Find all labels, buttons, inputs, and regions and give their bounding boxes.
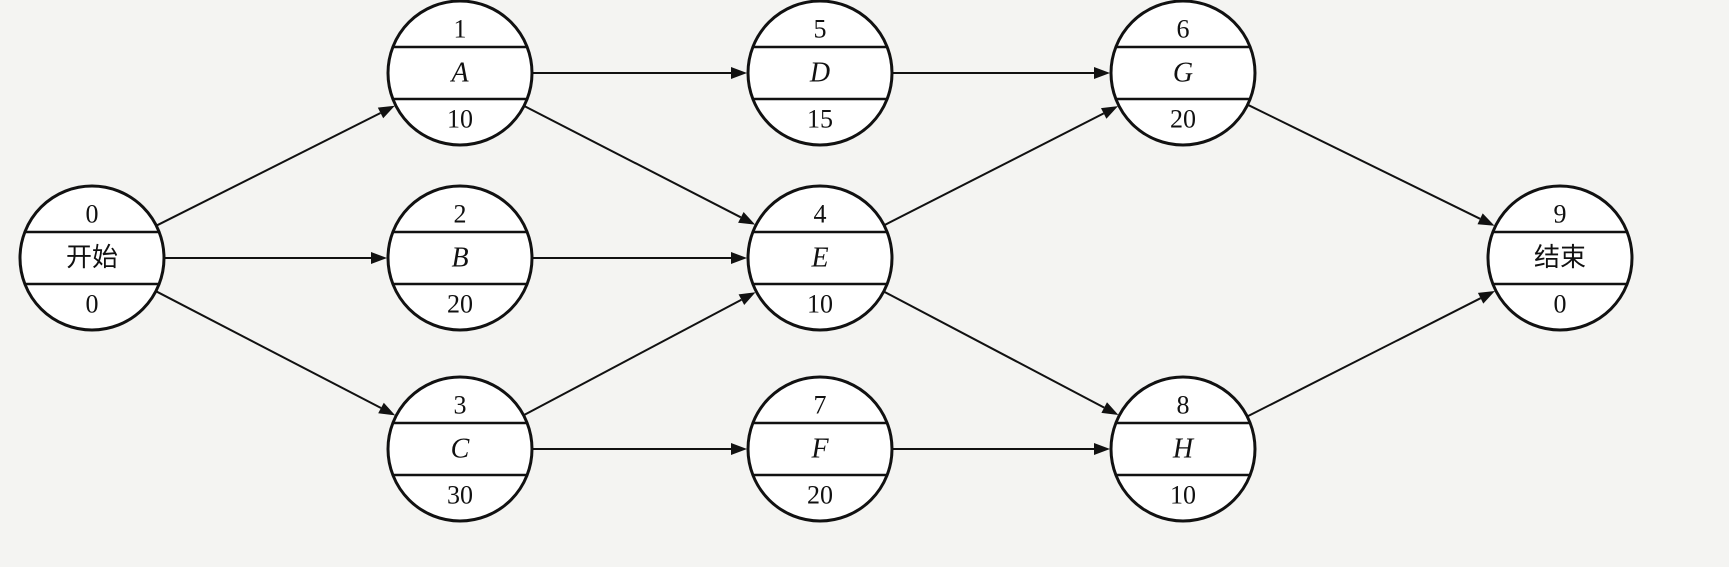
node-duration: 0 — [1554, 290, 1567, 319]
node-label: A — [449, 58, 469, 89]
arrowhead — [377, 105, 395, 119]
node-circle — [386, 0, 534, 147]
edge-line — [523, 105, 742, 219]
node-7: 7F 20 — [746, 375, 894, 523]
node-circle — [18, 184, 166, 332]
arrowhead — [1094, 443, 1110, 455]
node-circle — [386, 375, 534, 523]
node-number: 9 — [1554, 200, 1567, 229]
edges-layer — [155, 67, 1495, 455]
edge-line — [1247, 103, 1481, 220]
node-8: 8H 10 — [1109, 375, 1257, 523]
edge-3-7 — [532, 443, 747, 455]
node-circle — [386, 184, 534, 332]
arrowhead — [371, 252, 387, 264]
edge-2-4 — [532, 252, 747, 264]
node-duration: 30 — [447, 481, 473, 510]
edge-8-end — [1246, 291, 1495, 418]
node-number: 4 — [814, 200, 827, 229]
node-circle — [1486, 184, 1634, 332]
node-end: 9 结束 0 — [1486, 184, 1634, 332]
node-number: 1 — [454, 15, 467, 44]
edge-1-5 — [532, 67, 747, 79]
node-duration: 10 — [807, 290, 833, 319]
edge-line — [155, 290, 382, 409]
edge-3-4 — [523, 292, 756, 417]
node-label: D — [809, 58, 830, 89]
node-5: 5D 15 — [746, 0, 894, 147]
edge-6-end — [1247, 103, 1495, 226]
edge-line — [1246, 297, 1482, 418]
edge-5-6 — [892, 67, 1110, 79]
node-label: 结束 — [1534, 243, 1586, 273]
node-duration: 10 — [1170, 481, 1196, 510]
edge-start-3 — [155, 290, 396, 416]
node-duration: 20 — [807, 481, 833, 510]
node-start: 0 开始 0 — [18, 184, 166, 332]
arrowhead — [731, 443, 747, 455]
node-label: G — [1173, 58, 1193, 89]
edge-start-1 — [155, 105, 395, 227]
node-2: 2B 20 — [386, 184, 534, 332]
node-number: 8 — [1177, 391, 1190, 420]
arrowhead — [1101, 106, 1118, 119]
node-duration: 20 — [447, 290, 473, 319]
edge-start-2 — [164, 252, 387, 264]
arrowhead — [738, 212, 756, 225]
edge-line — [155, 112, 381, 227]
nodes-layer: 0 开始 0 1A 10 2B 20 3C 30 5D 15 4E 10 7F 20 6G 20 8H 10 9 结束 0 — [18, 0, 1634, 523]
arrowhead — [1477, 291, 1495, 304]
node-duration: 10 — [447, 105, 473, 134]
node-1: 1A 10 — [386, 0, 534, 147]
arrowhead — [378, 402, 396, 416]
node-label: C — [451, 434, 470, 465]
edge-line — [883, 112, 1105, 227]
node-number: 6 — [1177, 15, 1190, 44]
node-duration: 20 — [1170, 105, 1196, 134]
node-number: 2 — [454, 200, 467, 229]
node-label: 开始 — [66, 243, 118, 273]
arrowhead — [731, 252, 747, 264]
node-circle — [746, 184, 894, 332]
edge-1-4 — [523, 105, 756, 225]
node-3: 3C 30 — [386, 375, 534, 523]
edge-4-6 — [883, 106, 1118, 227]
edge-7-8 — [892, 443, 1110, 455]
node-circle — [746, 0, 894, 147]
node-label: H — [1172, 434, 1195, 465]
node-duration: 0 — [86, 290, 99, 319]
arrowhead — [731, 67, 747, 79]
arrowhead — [738, 292, 756, 305]
node-label: F — [810, 434, 829, 465]
node-circle — [1109, 375, 1257, 523]
node-duration: 15 — [807, 105, 833, 134]
node-4: 4E 10 — [746, 184, 894, 332]
edge-4-8 — [883, 290, 1119, 415]
arrowhead — [1477, 213, 1495, 226]
arrowhead — [1101, 402, 1119, 415]
node-6: 6G 20 — [1109, 0, 1257, 147]
node-label: E — [810, 243, 828, 274]
node-circle — [1109, 0, 1257, 147]
node-label: B — [451, 243, 468, 274]
node-number: 5 — [814, 15, 827, 44]
edge-line — [883, 290, 1105, 409]
node-number: 7 — [814, 391, 827, 420]
node-number: 0 — [86, 200, 99, 229]
arrowhead — [1094, 67, 1110, 79]
edge-line — [523, 298, 742, 417]
node-circle — [746, 375, 894, 523]
node-number: 3 — [454, 391, 467, 420]
